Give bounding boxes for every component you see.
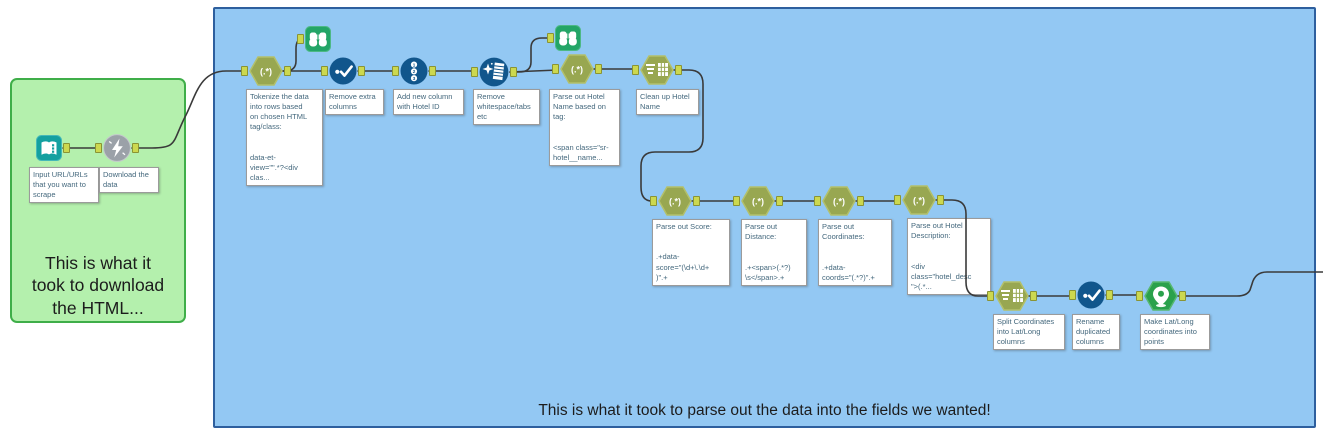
annotation-regex-description[interactable]: Parse out Hotel Description: <div class=… <box>907 218 991 295</box>
download-caption: This is what it took to download the HTM… <box>31 253 165 318</box>
input-anchor[interactable] <box>552 64 559 74</box>
tool-record-id[interactable]: 1 2 3 <box>392 57 436 85</box>
svg-text:(.*): (.*) <box>752 197 764 207</box>
annotation-download[interactable]: Download the data <box>99 167 159 194</box>
output-anchor[interactable] <box>937 195 944 205</box>
svg-text:2: 2 <box>413 69 416 74</box>
annotation-regex-hotel-name[interactable]: Parse out Hotel Name based on tag: <span… <box>549 89 620 166</box>
formula-icon <box>640 55 674 85</box>
svg-text:(.*): (.*) <box>571 65 583 75</box>
text-to-columns-icon <box>995 281 1029 311</box>
tool-create-points[interactable] <box>1136 281 1186 311</box>
tool-select-1[interactable] <box>321 57 365 85</box>
tool-data-cleansing[interactable] <box>471 57 517 87</box>
output-anchor[interactable] <box>776 196 783 206</box>
annotation-formula-cleanup[interactable]: Clean up Hotel Name <box>636 89 699 116</box>
regex-icon: (.*) <box>249 56 283 86</box>
input-anchor[interactable] <box>392 66 399 76</box>
select-icon <box>1077 281 1105 309</box>
svg-text:(.*): (.*) <box>669 197 681 207</box>
annotation-regex-score[interactable]: Parse out Score: .+data- score="(\d+\.\d… <box>652 219 730 286</box>
input-anchor[interactable] <box>814 196 821 206</box>
input-anchor[interactable] <box>547 33 554 43</box>
parse-container[interactable]: This is what it took to parse out the da… <box>213 7 1316 428</box>
input-anchor[interactable] <box>95 143 102 153</box>
record-id-icon: 1 2 3 <box>400 57 428 85</box>
regex-icon: (.*) <box>741 186 775 216</box>
input-anchor[interactable] <box>321 66 328 76</box>
input-anchor[interactable] <box>650 196 657 206</box>
annotation-select-2[interactable]: Rename duplicated columns <box>1072 314 1120 351</box>
input-anchor[interactable] <box>733 196 740 206</box>
tool-regex-description[interactable]: (.*) <box>894 185 944 215</box>
input-anchor[interactable] <box>987 291 994 301</box>
tool-formula-cleanup[interactable] <box>632 55 682 85</box>
input-anchor[interactable] <box>632 65 639 75</box>
tool-download[interactable] <box>95 134 139 162</box>
output-anchor[interactable] <box>1030 291 1037 301</box>
output-anchor[interactable] <box>595 64 602 74</box>
output-anchor[interactable] <box>429 66 436 76</box>
output-anchor[interactable] <box>675 65 682 75</box>
output-anchor[interactable] <box>693 196 700 206</box>
tool-regex-distance[interactable]: (.*) <box>733 186 783 216</box>
input-anchor[interactable] <box>241 66 248 76</box>
output-anchor[interactable] <box>284 66 291 76</box>
create-points-icon <box>1144 281 1178 311</box>
annotation-regex-tokenize[interactable]: Tokenize the data into rows based on cho… <box>246 89 323 187</box>
output-anchor[interactable] <box>358 66 365 76</box>
parse-caption: This is what it took to parse out the da… <box>538 402 991 419</box>
regex-icon: (.*) <box>658 186 692 216</box>
annotation-select-1[interactable]: Remove extra columns <box>325 89 384 116</box>
download-icon <box>103 134 131 162</box>
input-anchor[interactable] <box>1069 290 1076 300</box>
tool-browse-2[interactable] <box>547 25 581 51</box>
annotation-input-data[interactable]: Input URL/URLs that you want to scrape <box>29 167 99 204</box>
input-anchor[interactable] <box>894 195 901 205</box>
regex-icon: (.*) <box>902 185 936 215</box>
tool-regex-hotel-name[interactable]: (.*) <box>552 54 602 84</box>
output-anchor[interactable] <box>1106 290 1113 300</box>
input-data-icon <box>36 135 62 161</box>
output-anchor[interactable] <box>510 67 517 77</box>
regex-icon: (.*) <box>560 54 594 84</box>
annotation-regex-distance[interactable]: Parse out Distance: .+<span>(.*?) \s</sp… <box>741 219 807 286</box>
tool-input-data[interactable] <box>36 135 70 161</box>
svg-text:(.*): (.*) <box>833 197 845 207</box>
annotation-record-id[interactable]: Add new column with Hotel ID <box>393 89 464 116</box>
regex-icon: (.*) <box>822 186 856 216</box>
svg-text:3: 3 <box>413 76 416 81</box>
tool-select-2[interactable] <box>1069 281 1113 309</box>
tool-regex-tokenize[interactable]: (.*) <box>241 56 291 86</box>
output-anchor[interactable] <box>1179 291 1186 301</box>
annotation-regex-coordinates[interactable]: Parse out Coordinates: .+data- coords="(… <box>818 219 892 286</box>
browse-icon <box>305 26 331 52</box>
tool-regex-coordinates[interactable]: (.*) <box>814 186 864 216</box>
browse-icon <box>555 25 581 51</box>
tool-text-to-columns[interactable] <box>987 281 1037 311</box>
annotation-text-to-columns[interactable]: Split Coordinates into Lat/Long columns <box>993 314 1065 351</box>
svg-text:(.*): (.*) <box>913 196 925 206</box>
output-anchor[interactable] <box>132 143 139 153</box>
tool-browse-1[interactable] <box>297 26 331 52</box>
data-cleansing-icon <box>479 57 509 87</box>
select-icon <box>329 57 357 85</box>
input-anchor[interactable] <box>471 67 478 77</box>
tool-regex-score[interactable]: (.*) <box>650 186 700 216</box>
input-anchor[interactable] <box>1136 291 1143 301</box>
svg-text:1: 1 <box>413 62 416 67</box>
output-anchor[interactable] <box>63 143 70 153</box>
annotation-create-points[interactable]: Make Lat/Long coordinates into points <box>1140 314 1210 351</box>
input-anchor[interactable] <box>297 34 304 44</box>
annotation-data-cleansing[interactable]: Remove whitespace/tabs etc <box>473 89 540 126</box>
output-anchor[interactable] <box>857 196 864 206</box>
svg-text:(.*): (.*) <box>260 67 272 77</box>
